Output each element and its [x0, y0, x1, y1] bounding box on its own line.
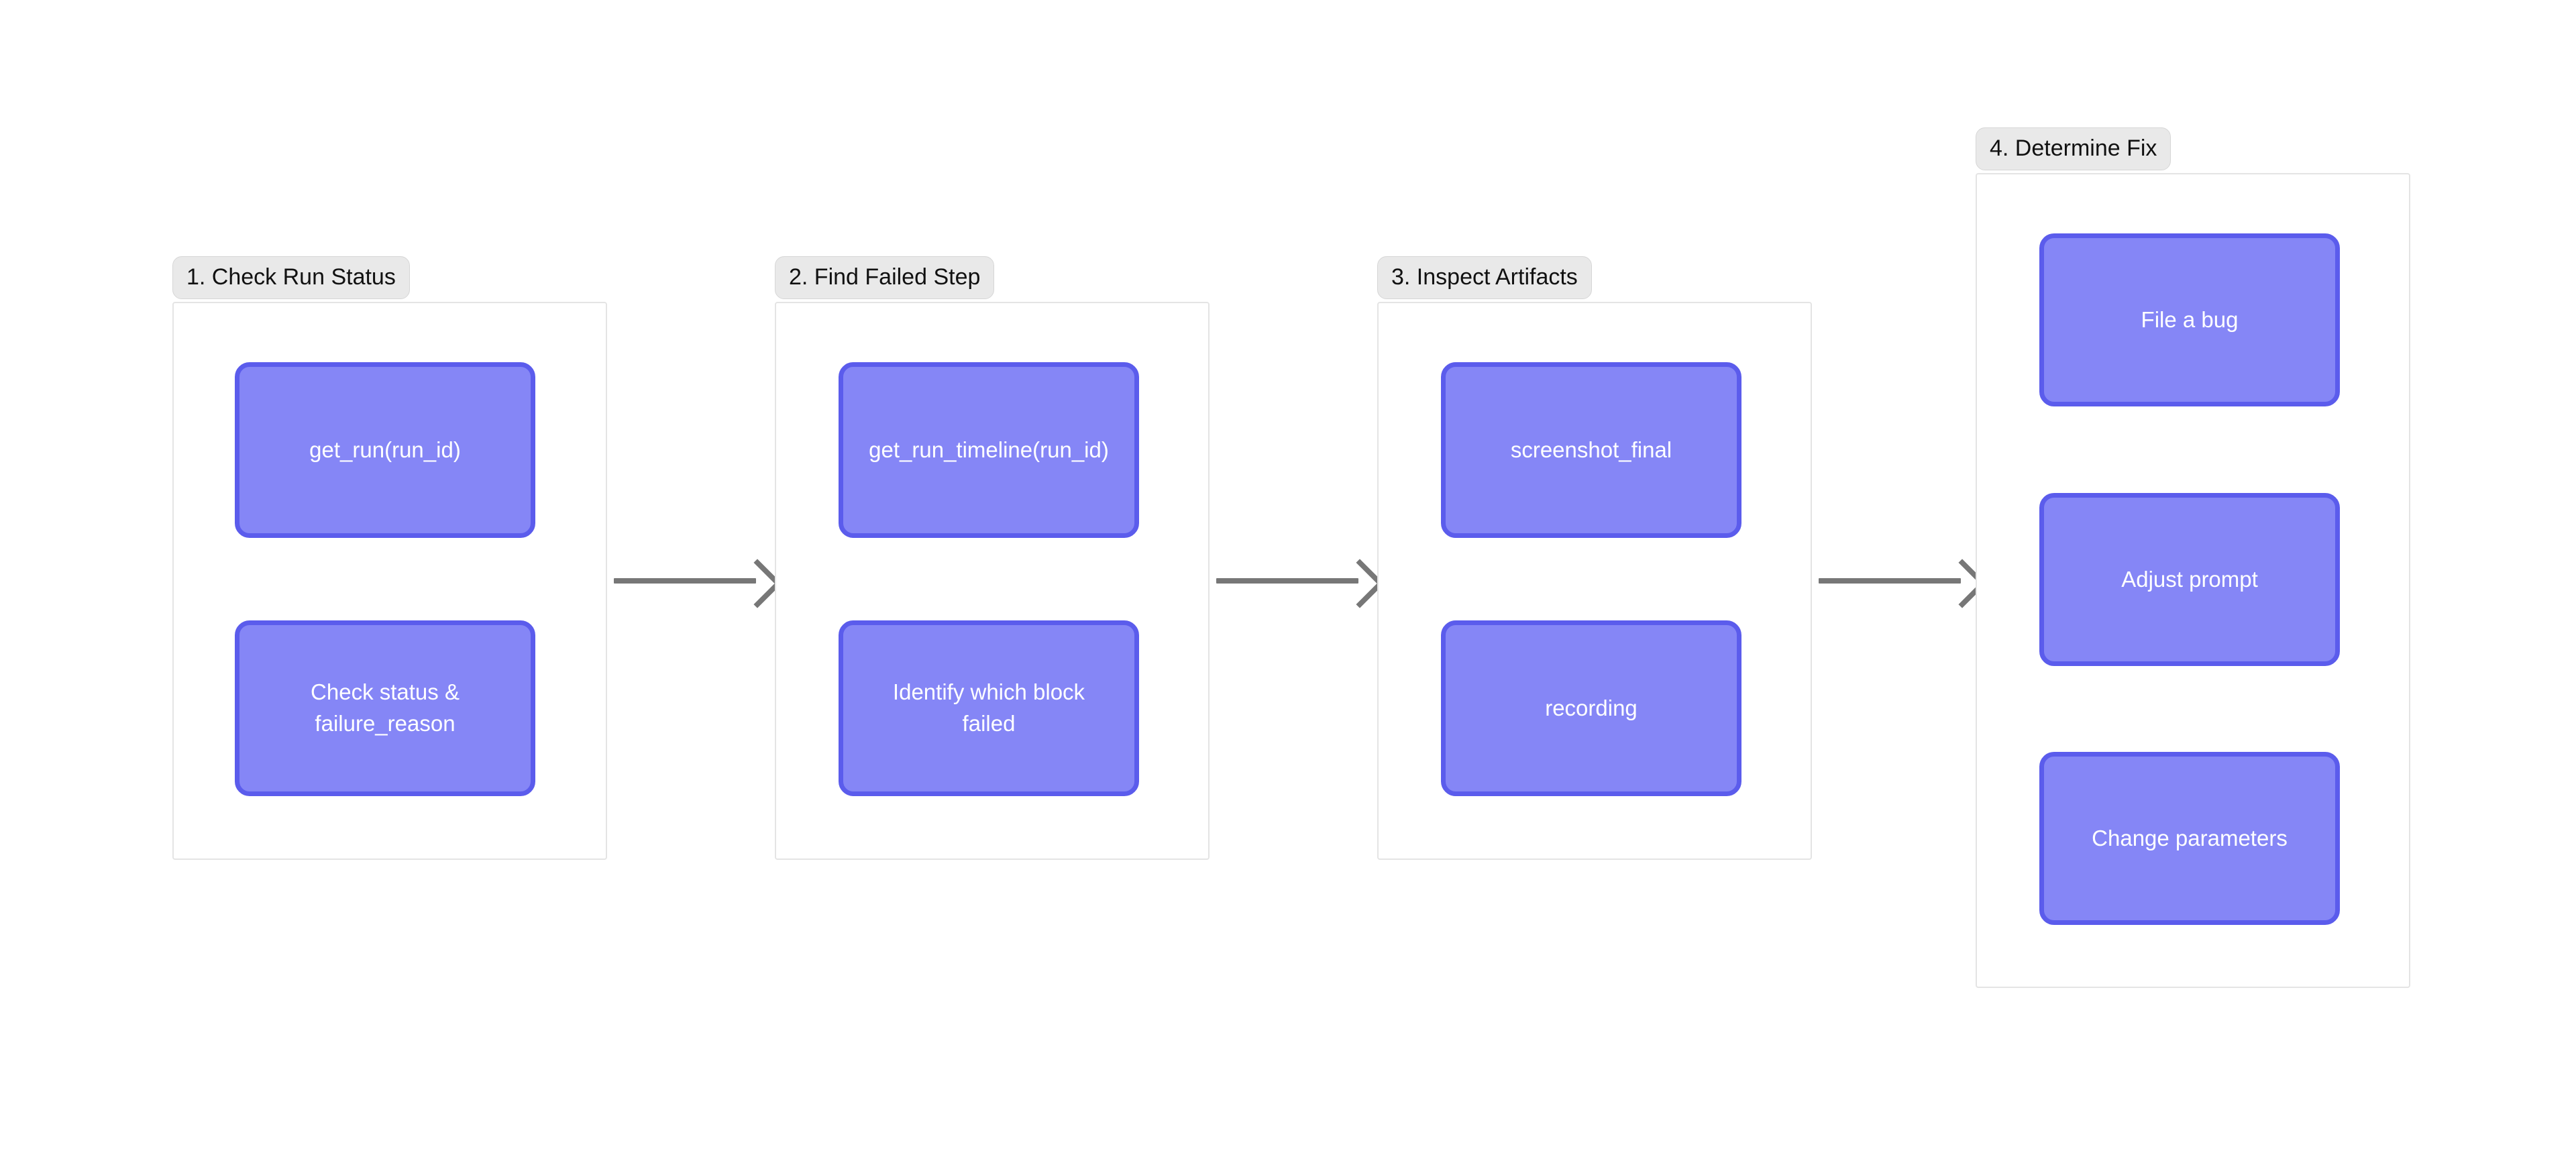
- node-label: Change parameters: [2092, 825, 2288, 850]
- node-recording[interactable]: recording: [1441, 620, 1741, 796]
- arrow-shaft: [1819, 578, 1961, 584]
- node-label: Check status &failure_reason: [311, 679, 460, 736]
- node-label: recording: [1545, 695, 1638, 720]
- node-screenshot-final[interactable]: screenshot_final: [1441, 362, 1741, 538]
- group-label-2: 2. Find Failed Step: [775, 256, 995, 299]
- node-file-a-bug[interactable]: File a bug: [2039, 233, 2340, 406]
- arrow-shaft: [1216, 578, 1358, 584]
- arrow-shaft: [614, 578, 756, 584]
- node-label: File a bug: [2141, 307, 2239, 332]
- arrow-group1-to-group2: [614, 559, 782, 608]
- node-label: get_run_timeline(run_id): [869, 437, 1109, 462]
- arrow-group3-to-group4: [1819, 559, 1987, 608]
- node-change-parameters[interactable]: Change parameters: [2039, 752, 2340, 925]
- group-label-3: 3. Inspect Artifacts: [1377, 256, 1592, 299]
- node-adjust-prompt[interactable]: Adjust prompt: [2039, 493, 2340, 666]
- group-label-1: 1. Check Run Status: [172, 256, 410, 299]
- node-check-status-failure-reason[interactable]: Check status &failure_reason: [235, 620, 535, 796]
- node-get-run[interactable]: get_run(run_id): [235, 362, 535, 538]
- node-get-run-timeline[interactable]: get_run_timeline(run_id): [839, 362, 1139, 538]
- node-label: Adjust prompt: [2121, 566, 2258, 592]
- node-label: get_run(run_id): [309, 437, 461, 462]
- arrow-group2-to-group3: [1216, 559, 1385, 608]
- group-label-4: 4. Determine Fix: [1976, 127, 2171, 170]
- node-label: screenshot_final: [1510, 437, 1672, 462]
